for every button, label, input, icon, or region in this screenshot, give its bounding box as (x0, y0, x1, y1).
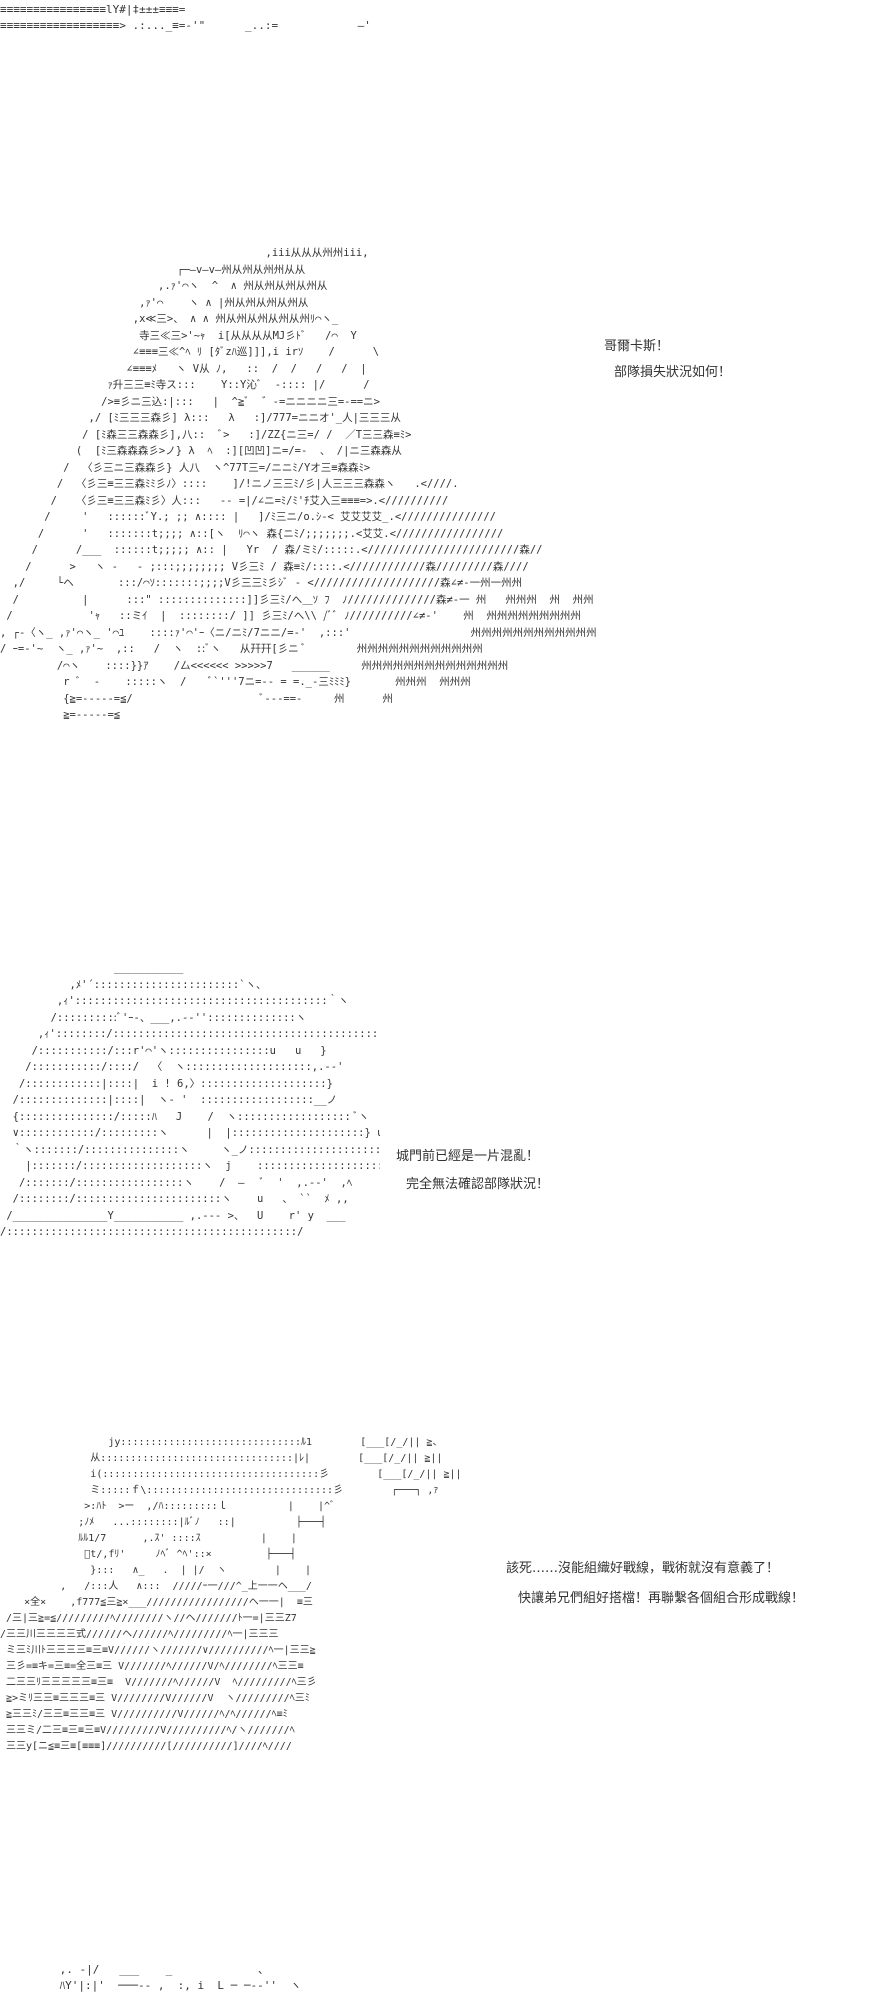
dialogue-line: 該死……沒能組織好戰線，戰術就沒有意義了！ (506, 1561, 780, 1576)
ascii-art-panel-3: jy::::::::::::::::::::::::::::::ﾙ1 [___[… (0, 1437, 462, 1752)
dialogue-line: 完全無法確認部隊狀況！ (406, 1177, 550, 1192)
dialogue-panel-2: 城門前已經是一片混亂！ 完全無法確認部隊狀況！ (396, 1148, 549, 1194)
ascii-art-top-strip: ≡≡≡≡≡≡≡≡≡≡≡≡≡≡≡≡lY#|‡±±±≡≡≡= ≡≡≡≡≡≡≡≡≡≡≡… (0, 3, 371, 32)
dialogue-line: 快讓弟兄們組好搭檔！再聯繫各個組合形成戰線！ (518, 1591, 805, 1606)
dialogue-line: 城門前已經是一片混亂！ (396, 1149, 540, 1164)
dialogue-line: 哥爾卡斯！ (604, 339, 670, 354)
ascii-art-panel-2: ___________ ,ﾒ'´:::::::::::::::::::::::`… (0, 962, 380, 1238)
dialogue-panel-1: 哥爾卡斯！ 部隊損失狀況如何！ (600, 338, 731, 382)
ascii-art-panel-1: ,iii从从从州州iii, ┌─―v―v―州从州从州州从从 ,.ｧ'⌒ヽ ^ ∧… (0, 247, 597, 721)
dialogue-panel-3: 該死……沒能組織好戰線，戰術就沒有意義了！ 快讓弟兄們組好搭檔！再聯繫各個組合形… (506, 1560, 804, 1608)
dialogue-line: 部隊損失狀況如何！ (614, 365, 732, 380)
ascii-art-bottom-strip: ,. -|/ ___ _ ､ ﾊY'|:|' ───‐‐ , :, i L ─ … (59, 1963, 302, 1992)
